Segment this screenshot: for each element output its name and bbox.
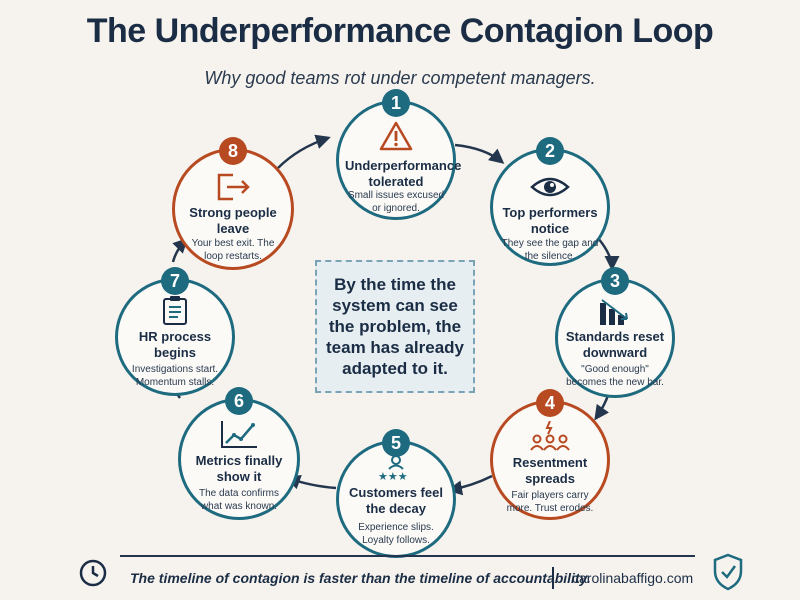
stage-6-description: The data confirms what was known. — [198, 488, 280, 512]
declining-bars-icon — [597, 297, 633, 332]
stage-3-number: 3 — [601, 267, 629, 295]
stage-4-node: 4 Resentment spreads Fair players carry … — [490, 389, 610, 520]
stage-1-description: Small issues excused or ignored. — [347, 190, 445, 214]
footer-divider — [120, 555, 695, 557]
svg-text:★★★: ★★★ — [378, 470, 408, 481]
stage-8-description: Your best exit. The loop restarts. — [191, 238, 275, 262]
warning-icon — [379, 121, 413, 156]
people-lightning-icon — [528, 420, 572, 456]
stage-5-number: 5 — [382, 429, 410, 457]
stage-5-description: Experience slips. Loyalty follows. — [358, 522, 434, 546]
footer-tagline: The timeline of contagion is faster than… — [130, 570, 591, 586]
exit-door-icon — [215, 171, 251, 206]
stage-8-node: 8 Strong people leave Your best exit. Th… — [172, 137, 294, 270]
stage-3-description: "Good enough" becomes the new bar. — [566, 364, 664, 388]
stage-1-number: 1 — [382, 89, 410, 117]
stage-2-title: Top performers notice — [502, 205, 598, 236]
page-title: The Underperformance Contagion Loop — [86, 12, 714, 50]
stage-2-description: They see the gap and the silence. — [501, 238, 599, 262]
stage-4-description: Fair players carry more. Trust erodes. — [506, 490, 594, 514]
stage-5-title: Customers feel the decay — [349, 485, 443, 516]
stage-3-title: Standards reset downward — [565, 329, 665, 360]
line-chart-icon — [219, 419, 259, 454]
stage-1-node: 1 Underperformance tolerated Small issue… — [336, 89, 462, 220]
stage-6-title: Metrics finally show it — [195, 453, 283, 484]
stage-2-node: 2 Top performers notice They see the gap… — [490, 137, 610, 266]
page-subtitle: Why good teams rot under competent manag… — [204, 68, 596, 88]
footer-site-link[interactable]: carolinabaffigo.com — [572, 570, 694, 586]
stage-7-number: 7 — [161, 267, 189, 295]
clock-icon — [78, 558, 108, 593]
footer-separator — [552, 567, 554, 589]
arrow-8-to-1 — [277, 134, 331, 169]
stage-6-node: 6 Metrics finally show it The data confi… — [178, 387, 300, 520]
clipboard-icon — [161, 295, 189, 330]
customer-stars-icon: ★★★ — [376, 455, 416, 486]
stage-3-node: 3 Standards reset downward "Good enough"… — [555, 267, 675, 398]
stage-6-number: 6 — [225, 387, 253, 415]
stage-7-description: Investigations start. Momentum stalls. — [131, 364, 219, 388]
stage-8-title: Strong people leave — [189, 205, 277, 236]
stage-7-title: HR process begins — [138, 329, 212, 360]
stage-2-number: 2 — [536, 137, 564, 165]
stage-8-number: 8 — [219, 137, 247, 165]
arrow-1-to-2 — [454, 143, 505, 164]
stage-7-node: 7 HR process begins Investigations start… — [115, 267, 235, 396]
arrow-4-to-5 — [447, 474, 493, 496]
stage-1-title: Underperformance tolerated — [345, 158, 462, 189]
shield-check-icon — [712, 553, 744, 596]
stage-5-node: 5 ★★★ Customers feel the decay Experienc… — [336, 429, 456, 558]
stage-4-number: 4 — [536, 389, 564, 417]
stage-4-title: Resentment spreads — [512, 455, 588, 486]
eye-icon — [530, 175, 570, 204]
center-callout: By the time the system can see the probl… — [315, 260, 475, 393]
arrow-2-to-3 — [597, 237, 620, 271]
